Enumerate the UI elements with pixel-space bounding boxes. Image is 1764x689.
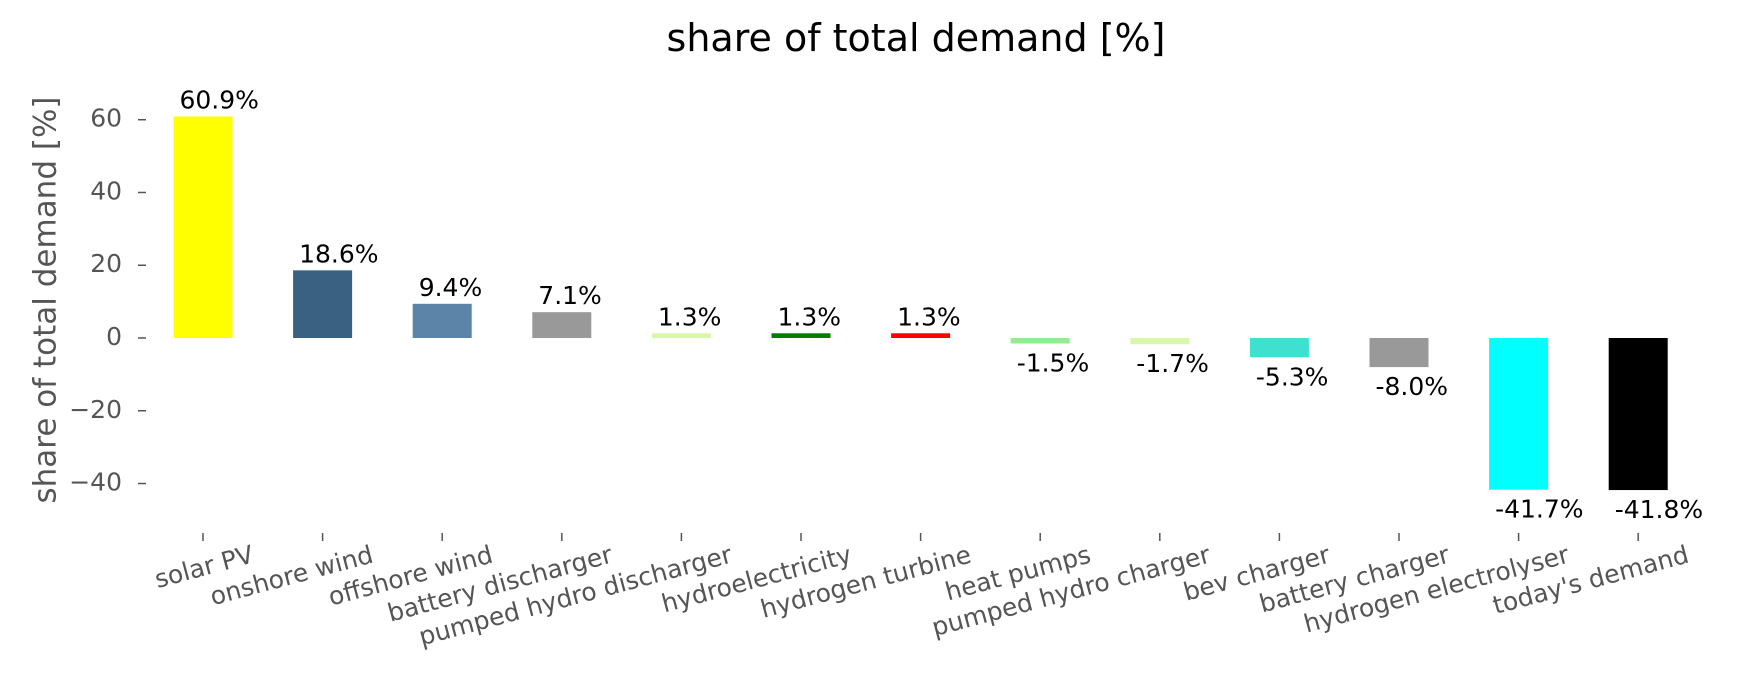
bar	[412, 303, 472, 338]
bar	[532, 312, 592, 338]
data-label: -41.7%	[1495, 495, 1583, 524]
bar	[1369, 338, 1429, 368]
bar	[293, 270, 353, 338]
y-tick-label: −40	[69, 468, 122, 497]
bar	[1130, 338, 1190, 345]
y-tick-label: 20	[90, 249, 122, 278]
bar	[1010, 338, 1070, 344]
y-tick-label: 60	[90, 104, 122, 133]
data-label: 60.9%	[180, 85, 259, 114]
data-label: -41.8%	[1615, 495, 1703, 524]
y-tick-label: 40	[90, 176, 122, 205]
data-label: 9.4%	[419, 273, 483, 302]
bar	[1489, 338, 1549, 490]
bar	[891, 333, 951, 338]
y-axis-ticks: 60 40 20 0 −20 −40	[69, 104, 146, 497]
chart-title: share of total demand [%]	[667, 16, 1166, 60]
data-label: -1.7%	[1136, 349, 1209, 378]
data-label: 1.3%	[897, 302, 961, 331]
data-label: -5.3%	[1256, 362, 1329, 391]
data-label: 18.6%	[299, 239, 378, 268]
data-label: 1.3%	[778, 302, 842, 331]
y-tick-label: −20	[69, 395, 122, 424]
y-tick-label: 0	[106, 322, 122, 351]
bar	[1608, 338, 1668, 491]
bar	[651, 333, 711, 338]
bar	[771, 333, 831, 338]
bar	[1249, 338, 1309, 358]
bar	[173, 116, 233, 338]
y-axis-label: share of total demand [%]	[28, 96, 64, 503]
data-label: -8.0%	[1376, 372, 1449, 401]
data-label: 7.1%	[538, 281, 602, 310]
data-label: -1.5%	[1017, 348, 1090, 377]
data-label: 1.3%	[658, 302, 722, 331]
bars: 60.9% 18.6% 9.4% 7.1% 1.3% 1.3% 1.3% -1.5% -1.7%…	[173, 85, 1703, 524]
